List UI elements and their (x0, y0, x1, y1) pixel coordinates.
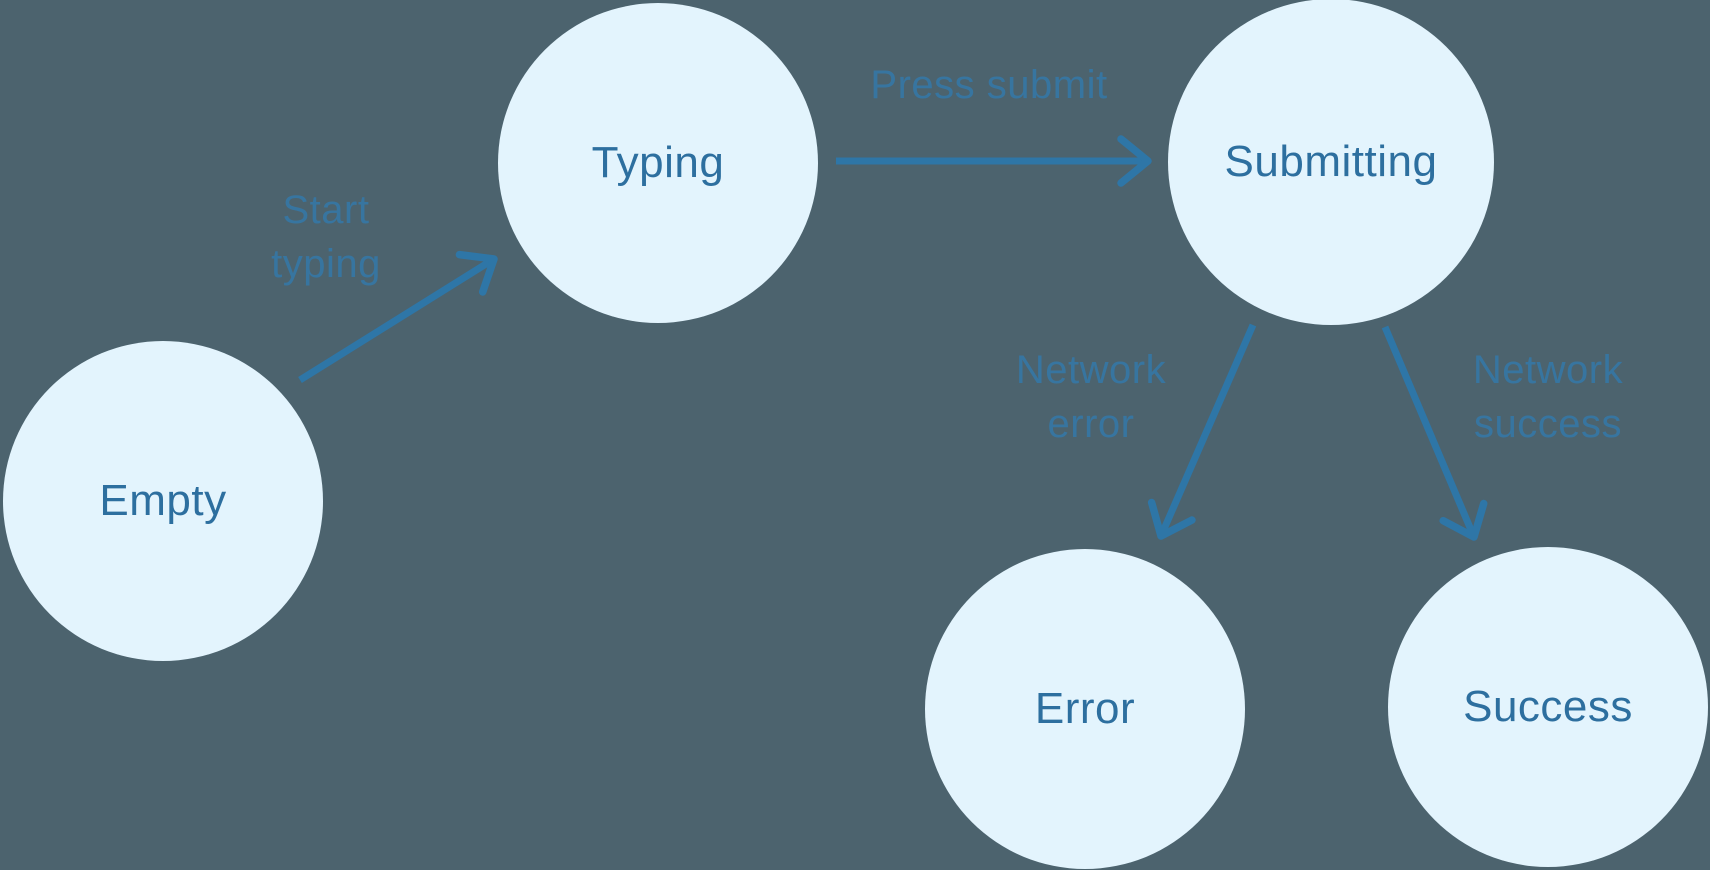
state-label-success: Success (1463, 682, 1633, 731)
state-node-success: Success (1388, 547, 1708, 867)
state-node-submitting: Submitting (1168, 0, 1494, 325)
transition-label-press-submit: Press submit (870, 63, 1108, 107)
state-label-submitting: Submitting (1224, 137, 1438, 186)
transition-label-network-success: Network success (1472, 348, 1624, 446)
state-node-empty: Empty (3, 341, 323, 661)
state-label-typing: Typing (591, 138, 725, 187)
state-label-empty: Empty (99, 476, 227, 525)
state-node-typing: Typing (498, 3, 818, 323)
transition-label-start-typing: Start typing (271, 188, 381, 286)
state-node-error: Error (925, 549, 1245, 869)
state-label-error: Error (1034, 684, 1136, 733)
transition-label-network-error: Network error (1015, 348, 1167, 446)
